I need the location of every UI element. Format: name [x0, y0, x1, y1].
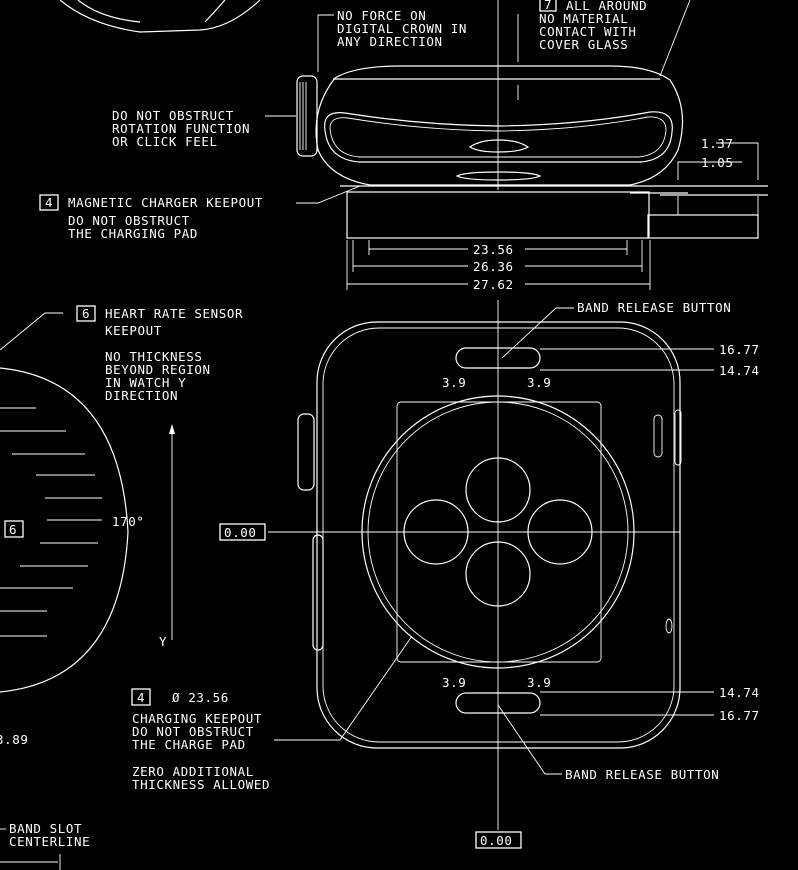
- svg-text:KEEPOUT: KEEPOUT: [105, 323, 162, 338]
- svg-text:MAGNETIC CHARGER KEEPOUT: MAGNETIC CHARGER KEEPOUT: [68, 195, 263, 210]
- back-view-labels: BAND RELEASE BUTTON BAND RELEASE BUTTON …: [219, 300, 760, 849]
- svg-text:16.77: 16.77: [719, 708, 760, 723]
- svg-text:ANY DIRECTION: ANY DIRECTION: [337, 34, 443, 49]
- watch-side-view: [265, 0, 768, 290]
- svg-text:3.9: 3.9: [442, 675, 466, 690]
- svg-text:ALL AROUND: ALL AROUND: [566, 0, 647, 13]
- svg-text:COVER GLASS: COVER GLASS: [539, 37, 628, 52]
- svg-text:DO NOT OBSTRUCT: DO NOT OBSTRUCT: [132, 724, 254, 739]
- svg-text:14.74: 14.74: [719, 685, 760, 700]
- svg-text:Y: Y: [159, 634, 167, 649]
- charger-keepout-hatch: [346, 191, 650, 239]
- svg-text:0.00: 0.00: [480, 833, 513, 848]
- svg-text:THE CHARGING PAD: THE CHARGING PAD: [68, 226, 198, 241]
- svg-text:3.9: 3.9: [527, 375, 551, 390]
- svg-text:1.37: 1.37: [701, 136, 734, 151]
- svg-text:ROTATION FUNCTION: ROTATION FUNCTION: [112, 121, 250, 136]
- band-release-button-bottom: [455, 692, 541, 714]
- band-release-button-top: [455, 347, 541, 369]
- svg-text:IN WATCH Y: IN WATCH Y: [105, 375, 186, 390]
- svg-text:170°: 170°: [112, 514, 145, 529]
- partial-watch-top-left: [59, 0, 261, 33]
- charger-note: 4 MAGNETIC CHARGER KEEPOUT DO NOT OBSTRU…: [39, 194, 263, 241]
- glass-note: 7 ALL AROUND NO MATERIAL CONTACT WITH CO…: [539, 0, 647, 52]
- svg-text:27.62: 27.62: [473, 277, 514, 292]
- svg-text:1.05: 1.05: [701, 155, 734, 170]
- svg-text:3.9: 3.9: [527, 675, 551, 690]
- watch-back-view: [268, 300, 714, 830]
- svg-text:3.9: 3.9: [442, 375, 466, 390]
- svg-text:DO NOT OBSTRUCT: DO NOT OBSTRUCT: [112, 108, 234, 123]
- svg-text:NO MATERIAL: NO MATERIAL: [539, 11, 628, 26]
- svg-text:0.00: 0.00: [224, 525, 257, 540]
- svg-text:DO NOT OBSTRUCT: DO NOT OBSTRUCT: [68, 213, 190, 228]
- svg-text:CENTERLINE: CENTERLINE: [9, 834, 90, 849]
- svg-text:BAND RELEASE BUTTON: BAND RELEASE BUTTON: [565, 767, 719, 782]
- svg-text:BEYOND REGION: BEYOND REGION: [105, 362, 211, 377]
- svg-text:Ø 23.56: Ø 23.56: [172, 690, 229, 705]
- svg-text:THE CHARGE PAD: THE CHARGE PAD: [132, 737, 246, 752]
- rotation-note: DO NOT OBSTRUCT ROTATION FUNCTION OR CLI…: [112, 108, 250, 149]
- svg-text:NO FORCE ON: NO FORCE ON: [337, 8, 426, 23]
- svg-text:BAND RELEASE BUTTON: BAND RELEASE BUTTON: [577, 300, 731, 315]
- svg-text:23.56: 23.56: [473, 242, 514, 257]
- svg-text:HEART RATE SENSOR: HEART RATE SENSOR: [105, 306, 243, 321]
- side-dimensions: 23.56 26.36 27.62 1.37 1.05: [473, 136, 734, 292]
- charging-note: 4 Ø 23.56 CHARGING KEEPOUT DO NOT OBSTRU…: [131, 688, 270, 792]
- svg-text:4: 4: [137, 690, 145, 705]
- svg-text:DIRECTION: DIRECTION: [105, 388, 178, 403]
- svg-text:BAND SLOT: BAND SLOT: [9, 821, 82, 836]
- svg-text:4: 4: [45, 195, 53, 210]
- digital-crown: [296, 75, 318, 157]
- svg-text:26.36: 26.36: [473, 259, 514, 274]
- svg-text:CONTACT WITH: CONTACT WITH: [539, 24, 637, 39]
- svg-text:16.77: 16.77: [719, 342, 760, 357]
- crown-note: NO FORCE ON DIGITAL CROWN IN ANY DIRECTI…: [337, 8, 467, 49]
- svg-text:NO THICKNESS: NO THICKNESS: [105, 349, 203, 364]
- svg-text:OR CLICK FEEL: OR CLICK FEEL: [112, 134, 218, 149]
- svg-text:6: 6: [82, 306, 90, 321]
- svg-text:DIGITAL CROWN IN: DIGITAL CROWN IN: [337, 21, 467, 36]
- svg-text:THICKNESS ALLOWED: THICKNESS ALLOWED: [132, 777, 270, 792]
- svg-text:14.74: 14.74: [719, 363, 760, 378]
- svg-text:6: 6: [9, 522, 17, 537]
- svg-text:7: 7: [544, 0, 552, 12]
- left-misc: 3.89 BAND SLOT CENTERLINE: [0, 732, 90, 870]
- svg-text:3.89: 3.89: [0, 732, 29, 747]
- heart-rate-keepout: 6 HEART RATE SENSOR KEEPOUT NO THICKNESS…: [0, 305, 243, 693]
- svg-text:CHARGING KEEPOUT: CHARGING KEEPOUT: [132, 711, 262, 726]
- svg-text:ZERO ADDITIONAL: ZERO ADDITIONAL: [132, 764, 254, 779]
